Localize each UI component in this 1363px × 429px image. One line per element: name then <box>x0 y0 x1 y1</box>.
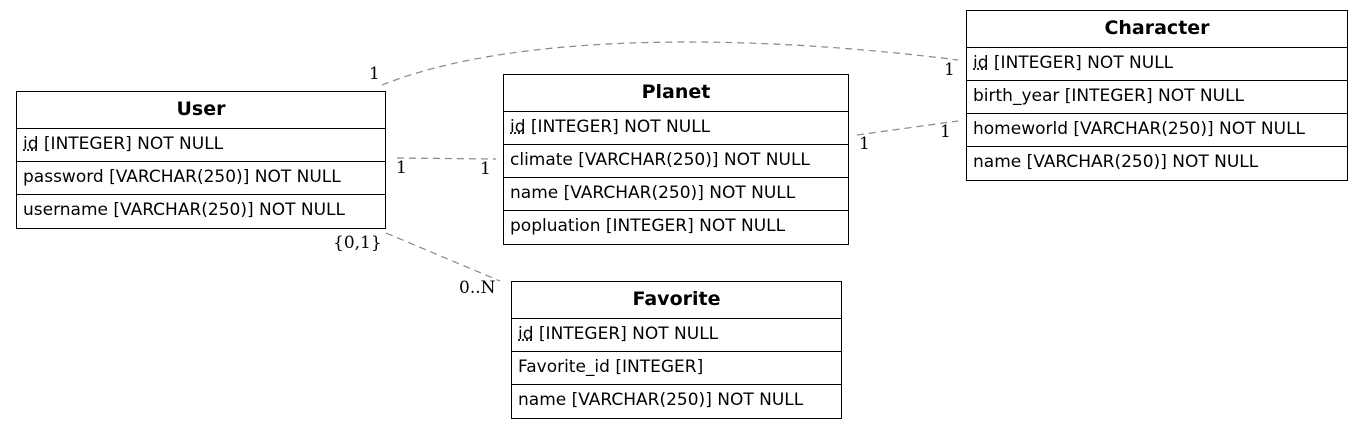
entity-favorite: Favorite id [INTEGER] NOT NULL Favorite_… <box>511 281 842 419</box>
cardinality-label: 1 <box>940 122 951 142</box>
field-row: id [INTEGER] NOT NULL <box>967 48 1347 81</box>
entity-character: Character id [INTEGER] NOT NULL birth_ye… <box>966 10 1348 181</box>
edge-planet-character <box>856 120 959 136</box>
entity-title: Planet <box>504 75 848 112</box>
cardinality-label: 1 <box>480 159 491 179</box>
entity-planet: Planet id [INTEGER] NOT NULL climate [VA… <box>503 74 849 245</box>
field-row: username [VARCHAR(250)] NOT NULL <box>23 200 345 220</box>
field-row: Favorite_id [INTEGER] <box>512 352 841 385</box>
field-row: id [INTEGER] NOT NULL <box>512 319 841 352</box>
field-row: password [VARCHAR(250)] NOT NULL <box>17 162 385 195</box>
edge-user-character <box>381 41 959 86</box>
cardinality-label: 1 <box>396 158 407 178</box>
field-row: name [VARCHAR(250)] NOT NULL <box>504 178 848 211</box>
cardinality-label: 1 <box>944 60 955 80</box>
field-row: name [VARCHAR(250)] NOT NULL <box>518 390 804 410</box>
cardinality-label: {0,1} <box>333 233 382 253</box>
cardinality-label: 1 <box>369 64 380 84</box>
edge-user-favorite <box>385 232 501 282</box>
field-row: id [INTEGER] NOT NULL <box>17 129 385 162</box>
entity-title: Character <box>967 11 1347 48</box>
primary-key: id <box>510 117 526 137</box>
entity-title: Favorite <box>512 282 841 319</box>
field-type: [INTEGER] NOT NULL <box>525 117 711 137</box>
cardinality-label: 0..N <box>459 278 496 298</box>
cardinality-label: 1 <box>859 134 870 154</box>
field-type: [INTEGER] NOT NULL <box>533 324 719 344</box>
entity-user: User id [INTEGER] NOT NULL password [VAR… <box>16 91 386 229</box>
primary-key: id <box>518 324 534 344</box>
field-row: popluation [INTEGER] NOT NULL <box>510 216 786 236</box>
primary-key: id <box>23 134 39 154</box>
field-type: [INTEGER] NOT NULL <box>38 134 224 154</box>
field-row: id [INTEGER] NOT NULL <box>504 112 848 145</box>
field-row: birth_year [INTEGER] NOT NULL <box>967 81 1347 114</box>
field-row: name [VARCHAR(250)] NOT NULL <box>973 152 1259 172</box>
edge-user-planet <box>396 157 497 160</box>
primary-key: id <box>973 53 989 73</box>
field-type: [INTEGER] NOT NULL <box>988 53 1174 73</box>
field-row: climate [VARCHAR(250)] NOT NULL <box>504 145 848 178</box>
entity-title: User <box>17 92 385 129</box>
field-row: homeworld [VARCHAR(250)] NOT NULL <box>967 114 1347 147</box>
